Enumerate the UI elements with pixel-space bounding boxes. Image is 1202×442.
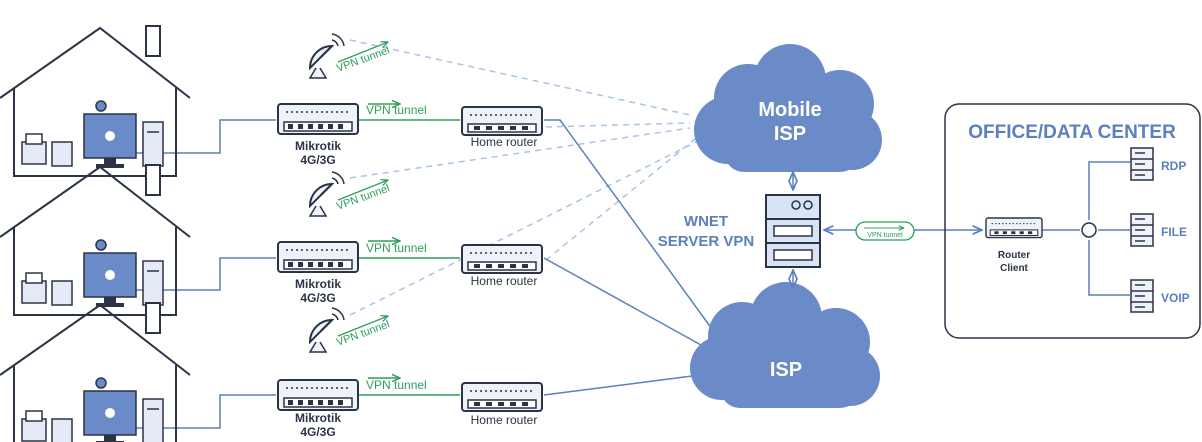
switch-node: [1081, 222, 1097, 238]
tunnels: [358, 104, 460, 396]
router-client-line1: Router: [998, 250, 1030, 261]
voip-server-icon: [1130, 279, 1154, 313]
service-label-rdp: RDP: [1161, 159, 1186, 173]
home-router-label: Home router: [471, 413, 538, 427]
vpn-server-icon: [765, 194, 821, 268]
mobile-isp-line1: Mobile: [758, 99, 821, 121]
mikrotik-label: Mikrotik: [295, 277, 341, 291]
mikrotik-device-3: [277, 379, 359, 411]
mikrotik-label: Mikrotik: [295, 139, 341, 153]
mikrotik-label: Mikrotik: [295, 411, 341, 425]
home-router-label: Home router: [471, 274, 538, 288]
mikrotik-sub-label: 4G/3G: [300, 291, 335, 305]
service-label-voip: VOIP: [1161, 291, 1190, 305]
router-client-icon: [985, 217, 1043, 239]
home-router-label: Home router: [471, 135, 538, 149]
tunnel-label: VPN tunnel: [366, 378, 427, 392]
mikrotik-device-1: [277, 103, 359, 135]
mikrotik-device-2: [277, 241, 359, 273]
link-tunnel-label: VPN tunnel: [867, 232, 903, 239]
isp-label: ISP: [770, 359, 802, 381]
server-label-line1: WNET: [684, 213, 728, 230]
mobile-isp-cloud: [694, 44, 882, 172]
mikrotik-sub-label: 4G/3G: [300, 425, 335, 439]
rdp-server-icon: [1130, 147, 1154, 181]
office-container: [944, 103, 1201, 339]
house-2: [0, 164, 191, 316]
home-router-1: [461, 106, 543, 136]
server-label-line2: SERVER VPN: [658, 233, 754, 250]
home-router-3: [461, 382, 543, 412]
service-label-file: FILE: [1161, 225, 1187, 239]
home-router-2: [461, 244, 543, 274]
office-title: OFFICE/DATA CENTER: [968, 122, 1176, 143]
mikrotik-sub-label: 4G/3G: [300, 153, 335, 167]
wireless-links: [349, 39, 701, 316]
file-server-icon: [1130, 213, 1154, 247]
wired-links: [129, 119, 1130, 429]
wireless-tunnel-arrows: [337, 42, 388, 337]
isp-cloud: [690, 282, 880, 408]
house-3: [0, 302, 191, 442]
tunnel-label: VPN tunnel: [366, 103, 427, 117]
mobile-isp-line2: ISP: [774, 123, 806, 145]
router-client-line2: Client: [1000, 263, 1028, 274]
tunnel-label: VPN tunnel: [366, 241, 427, 255]
house-1: [0, 25, 191, 177]
